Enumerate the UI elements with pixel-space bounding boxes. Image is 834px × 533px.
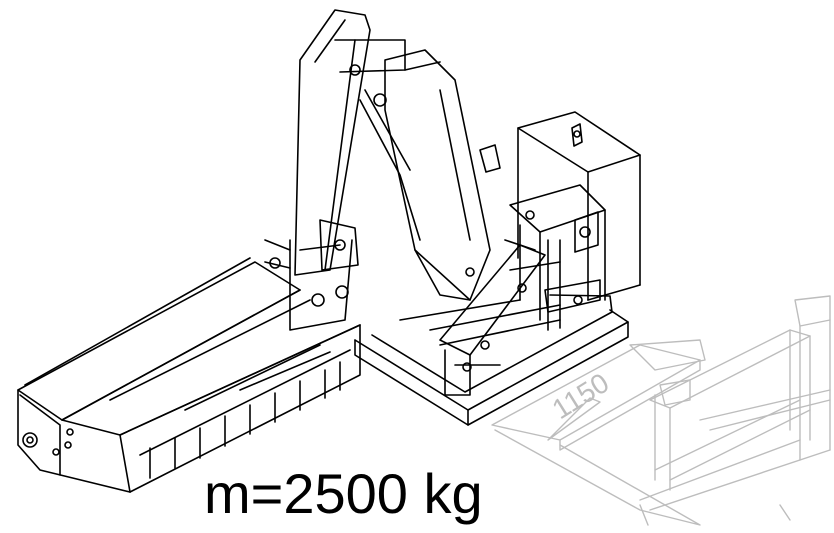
mounting-bracket	[510, 185, 605, 330]
mulcher-head	[18, 258, 360, 492]
pallet-frame	[492, 296, 830, 525]
counterweight-box	[518, 112, 640, 300]
base-frame	[355, 295, 628, 425]
lower-lift-arm	[440, 240, 545, 395]
mass-label: m=2500 kg	[204, 462, 483, 525]
front-arm	[265, 10, 420, 330]
main-boom	[385, 50, 500, 300]
